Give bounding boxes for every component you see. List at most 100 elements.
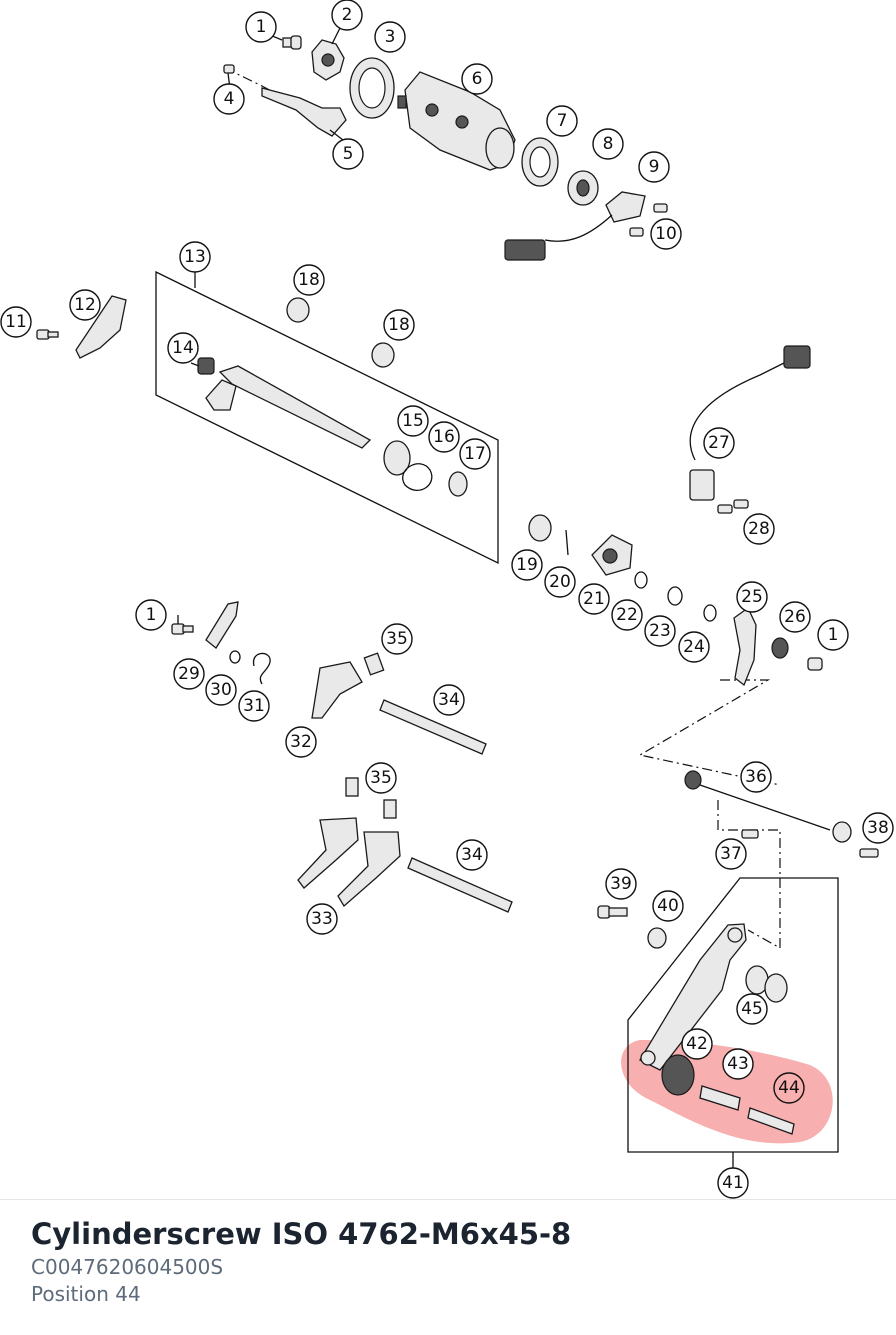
- svg-text:34: 34: [438, 690, 460, 710]
- callout-8[interactable]: 8: [592, 128, 624, 160]
- callout-34-lower[interactable]: 34: [456, 839, 488, 871]
- callout-31[interactable]: 31: [238, 690, 270, 722]
- bearing-7: [521, 137, 559, 187]
- callout-19[interactable]: 19: [511, 549, 543, 581]
- callout-37[interactable]: 37: [715, 838, 747, 870]
- svg-text:2: 2: [342, 5, 353, 25]
- svg-text:11: 11: [5, 312, 27, 332]
- callout-28[interactable]: 28: [743, 513, 775, 545]
- svg-text:19: 19: [516, 555, 538, 575]
- callout-18-upper[interactable]: 18: [293, 264, 325, 296]
- svg-text:5: 5: [343, 144, 354, 164]
- callout-12[interactable]: 12: [69, 289, 101, 321]
- spring-14: [197, 357, 215, 375]
- svg-text:1: 1: [146, 605, 157, 625]
- callout-40[interactable]: 40: [652, 890, 684, 922]
- callout-5[interactable]: 5: [332, 138, 364, 170]
- callout-9[interactable]: 9: [638, 151, 670, 183]
- callout-35-upper[interactable]: 35: [381, 623, 413, 655]
- callout-34-upper[interactable]: 34: [433, 684, 465, 716]
- callout-33[interactable]: 33: [306, 903, 338, 935]
- callout-2[interactable]: 2: [331, 0, 363, 31]
- svg-text:27: 27: [708, 433, 730, 453]
- shift-segment-21: [591, 534, 633, 576]
- callout-23[interactable]: 23: [644, 615, 676, 647]
- shift-rod-36: [684, 770, 852, 843]
- cylinder-screw-44: [747, 1107, 795, 1135]
- callout-17[interactable]: 17: [459, 438, 491, 470]
- screw-4: [223, 64, 235, 74]
- fork-rail-34b: [407, 857, 513, 913]
- callout-24[interactable]: 24: [678, 631, 710, 663]
- shift-forks-33: [297, 817, 401, 908]
- screws-28: [717, 499, 749, 514]
- guide-line-36-41: [717, 800, 781, 950]
- shift-star-2: [311, 39, 345, 81]
- callout-44[interactable]: 44: [773, 1072, 805, 1104]
- callout-30[interactable]: 30: [205, 674, 237, 706]
- svg-text:21: 21: [583, 589, 605, 609]
- svg-text:25: 25: [741, 587, 763, 607]
- callout-38[interactable]: 38: [862, 812, 894, 844]
- callout-42[interactable]: 42: [681, 1028, 713, 1060]
- callout-29[interactable]: 29: [173, 658, 205, 690]
- svg-text:4: 4: [224, 89, 235, 109]
- part-title: Cylinderscrew ISO 4762-M6x45-8: [31, 1217, 572, 1251]
- callout-7[interactable]: 7: [546, 105, 578, 137]
- callout-39[interactable]: 39: [605, 868, 637, 900]
- callout-35-lower[interactable]: 35: [365, 762, 397, 794]
- callout-21[interactable]: 21: [578, 583, 610, 615]
- svg-text:33: 33: [311, 909, 333, 929]
- exploded-parts-diagram: 1 2 3 4 5 6 7 8 9 10 11 12 13 14 15 16 1…: [0, 0, 894, 1199]
- callout-3[interactable]: 3: [374, 21, 406, 53]
- callout-13[interactable]: 13: [179, 241, 211, 273]
- callout-1-left[interactable]: 1: [135, 599, 167, 631]
- callout-25[interactable]: 25: [736, 581, 768, 613]
- svg-text:3: 3: [385, 27, 396, 47]
- footer-divider: [0, 1199, 896, 1200]
- svg-text:18: 18: [298, 270, 320, 290]
- svg-text:36: 36: [745, 767, 767, 787]
- svg-text:35: 35: [370, 768, 392, 788]
- callout-10[interactable]: 10: [650, 218, 682, 250]
- callout-1-right[interactable]: 1: [817, 619, 849, 651]
- part-number: C0047620604500S: [31, 1255, 224, 1279]
- svg-text:40: 40: [657, 896, 679, 916]
- callout-41[interactable]: 41: [717, 1167, 749, 1199]
- callout-18-lower[interactable]: 18: [383, 309, 415, 341]
- callout-32[interactable]: 32: [285, 726, 317, 758]
- svg-text:15: 15: [402, 411, 424, 431]
- callout-20[interactable]: 20: [544, 566, 576, 598]
- callout-45[interactable]: 45: [736, 993, 768, 1025]
- callout-22[interactable]: 22: [611, 599, 643, 631]
- svg-text:31: 31: [243, 696, 265, 716]
- svg-text:1: 1: [828, 625, 839, 645]
- callout-14[interactable]: 14: [167, 332, 199, 364]
- bearings-45: [745, 965, 788, 1003]
- callout-15[interactable]: 15: [397, 405, 429, 437]
- callout-36[interactable]: 36: [740, 761, 772, 793]
- svg-text:24: 24: [683, 637, 705, 657]
- svg-text:6: 6: [472, 69, 483, 89]
- shift-shaft: [205, 365, 372, 449]
- callout-4[interactable]: 4: [213, 83, 245, 115]
- callout-6[interactable]: 6: [461, 63, 493, 95]
- locking-lever-5: [261, 87, 347, 137]
- shift-lever-41: [639, 923, 747, 1071]
- spring-31: [252, 652, 271, 685]
- svg-text:13: 13: [184, 247, 206, 267]
- svg-text:22: 22: [616, 605, 638, 625]
- guide-pins-35b: [345, 777, 397, 819]
- washer-40: [647, 927, 667, 949]
- callout-1-top[interactable]: 1: [245, 11, 277, 43]
- guide-pin-35a: [363, 652, 385, 676]
- callout-16[interactable]: 16: [428, 421, 460, 453]
- svg-text:18: 18: [388, 315, 410, 335]
- callout-26[interactable]: 26: [779, 601, 811, 633]
- shift-lever-25: [733, 607, 757, 687]
- callout-43[interactable]: 43: [722, 1048, 754, 1080]
- callout-27[interactable]: 27: [703, 427, 735, 459]
- svg-text:44: 44: [778, 1078, 800, 1098]
- svg-text:39: 39: [610, 874, 632, 894]
- callout-11[interactable]: 11: [0, 306, 32, 338]
